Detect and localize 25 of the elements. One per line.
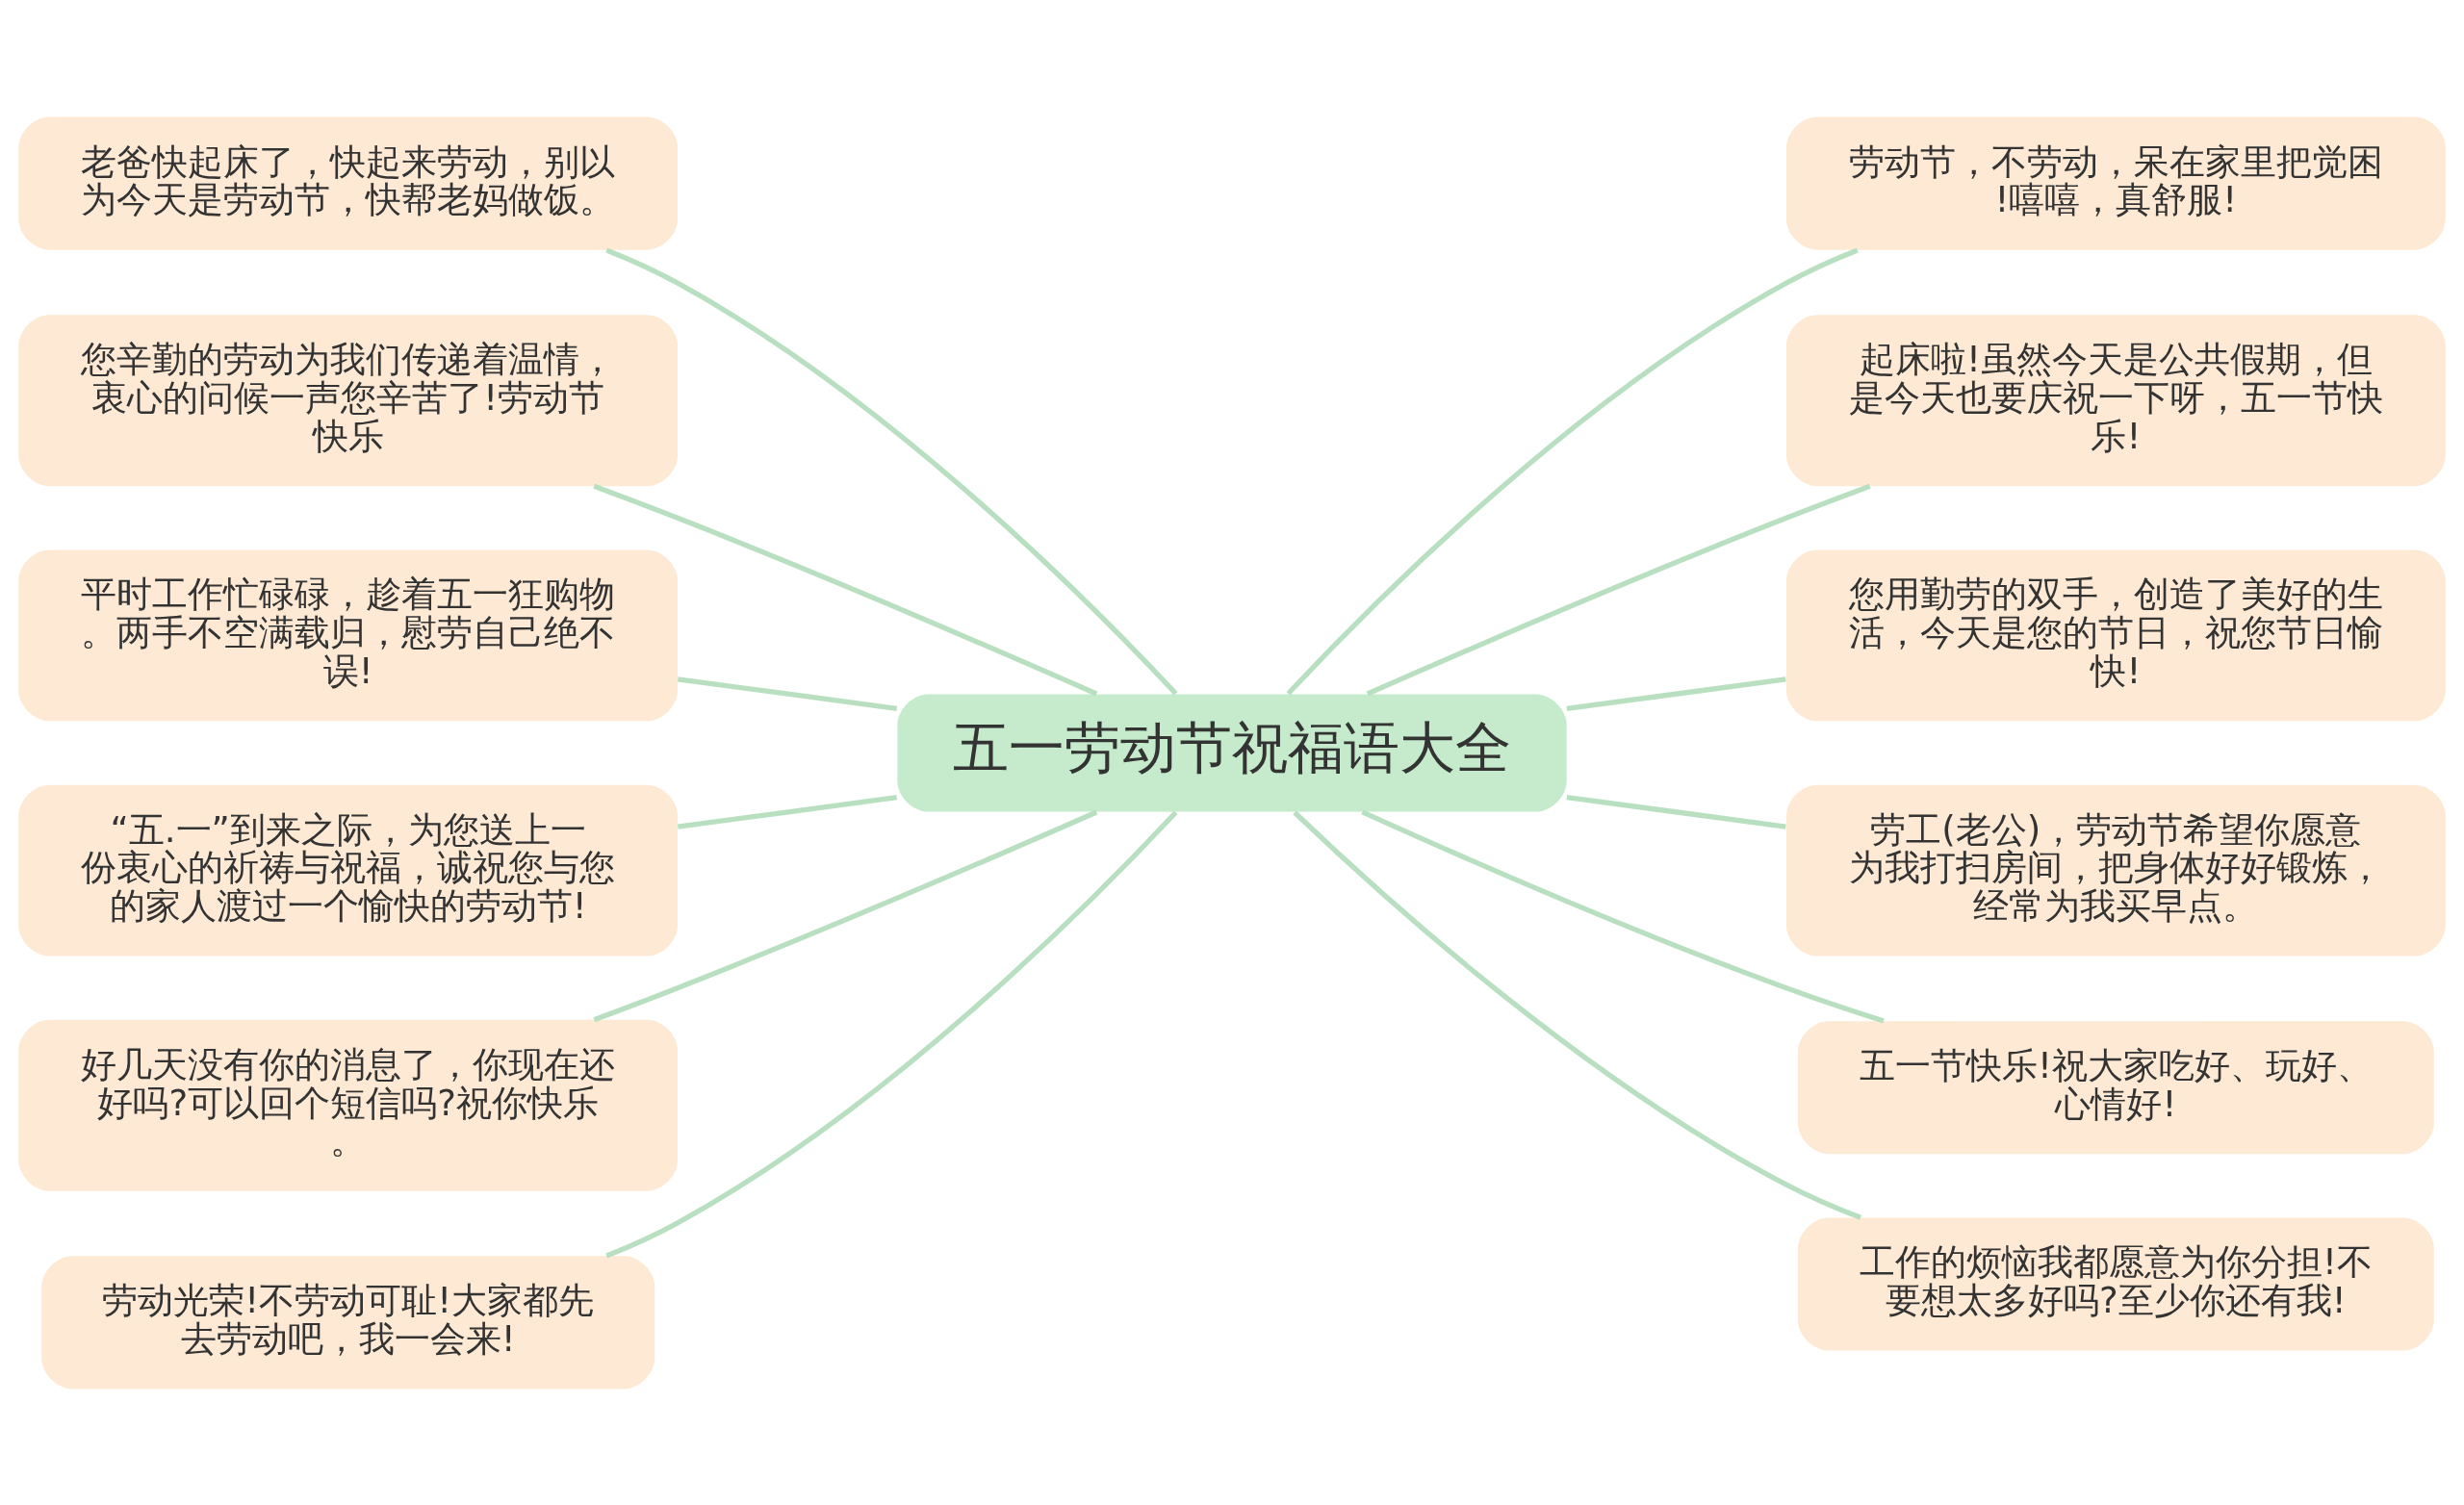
connector — [1293, 809, 1861, 1220]
node-box: “五.一”到来之际，为您送上一份衷心的祈祷与祝福，诚祝您与您的家人渡过一个愉快的劳动节! — [18, 784, 679, 956]
connector — [1366, 483, 1871, 696]
connector — [605, 246, 1178, 696]
node-box: 劳动光荣!不劳动可耻!大家都先去劳动吧，我一会来! — [41, 1255, 655, 1389]
node-box: 五一节快乐!祝大家吃好、玩好、心情好! — [1797, 1020, 2434, 1154]
node-box: 劳工(老公)，劳动节希望你愿意为我打扫房间，把身体好好锻炼，经常为我买早点。 — [1785, 784, 2446, 956]
node-box: 平时工作忙碌碌，趁着五一狂购物。两手不空满载归，慰劳自己绝不误! — [18, 549, 679, 721]
connector — [605, 809, 1178, 1259]
node-box: 工作的烦恼我都愿意为你分担!不要想太多好吗?至少你还有我! — [1797, 1217, 2434, 1351]
connector — [1566, 794, 1786, 829]
connector — [593, 483, 1098, 696]
connector — [1361, 808, 1885, 1024]
connector — [593, 809, 1098, 1022]
node-box: 劳动节，不劳动，呆在家里把觉困!嘻嘻，真舒服! — [1785, 116, 2446, 250]
connector — [1566, 676, 1786, 711]
node-box: 您辛勤的劳动为我们传递着温情，衷心的问候一声您辛苦了!劳动节快乐 — [18, 314, 679, 486]
connector — [677, 794, 898, 829]
node-box: 您用勤劳的双手，创造了美好的生活，今天是您的节日，祝您节日愉快! — [1785, 549, 2446, 721]
node-box: 五一劳动节祝福语大全 — [897, 693, 1567, 812]
node-box: 好几天没有你的消息了，你现在还好吗?可以回个短信吗?祝你快乐。 — [18, 1019, 679, 1191]
node-box: 起床啦!虽然今天是公共假期，但是今天也要庆祝一下呀，五一节快乐! — [1785, 314, 2446, 486]
node-box: 老爸快起床了，快起来劳动，别以为今天是劳动节，快帮老妈做饭。 — [18, 116, 679, 250]
connector — [1286, 246, 1859, 696]
connector — [677, 676, 898, 711]
